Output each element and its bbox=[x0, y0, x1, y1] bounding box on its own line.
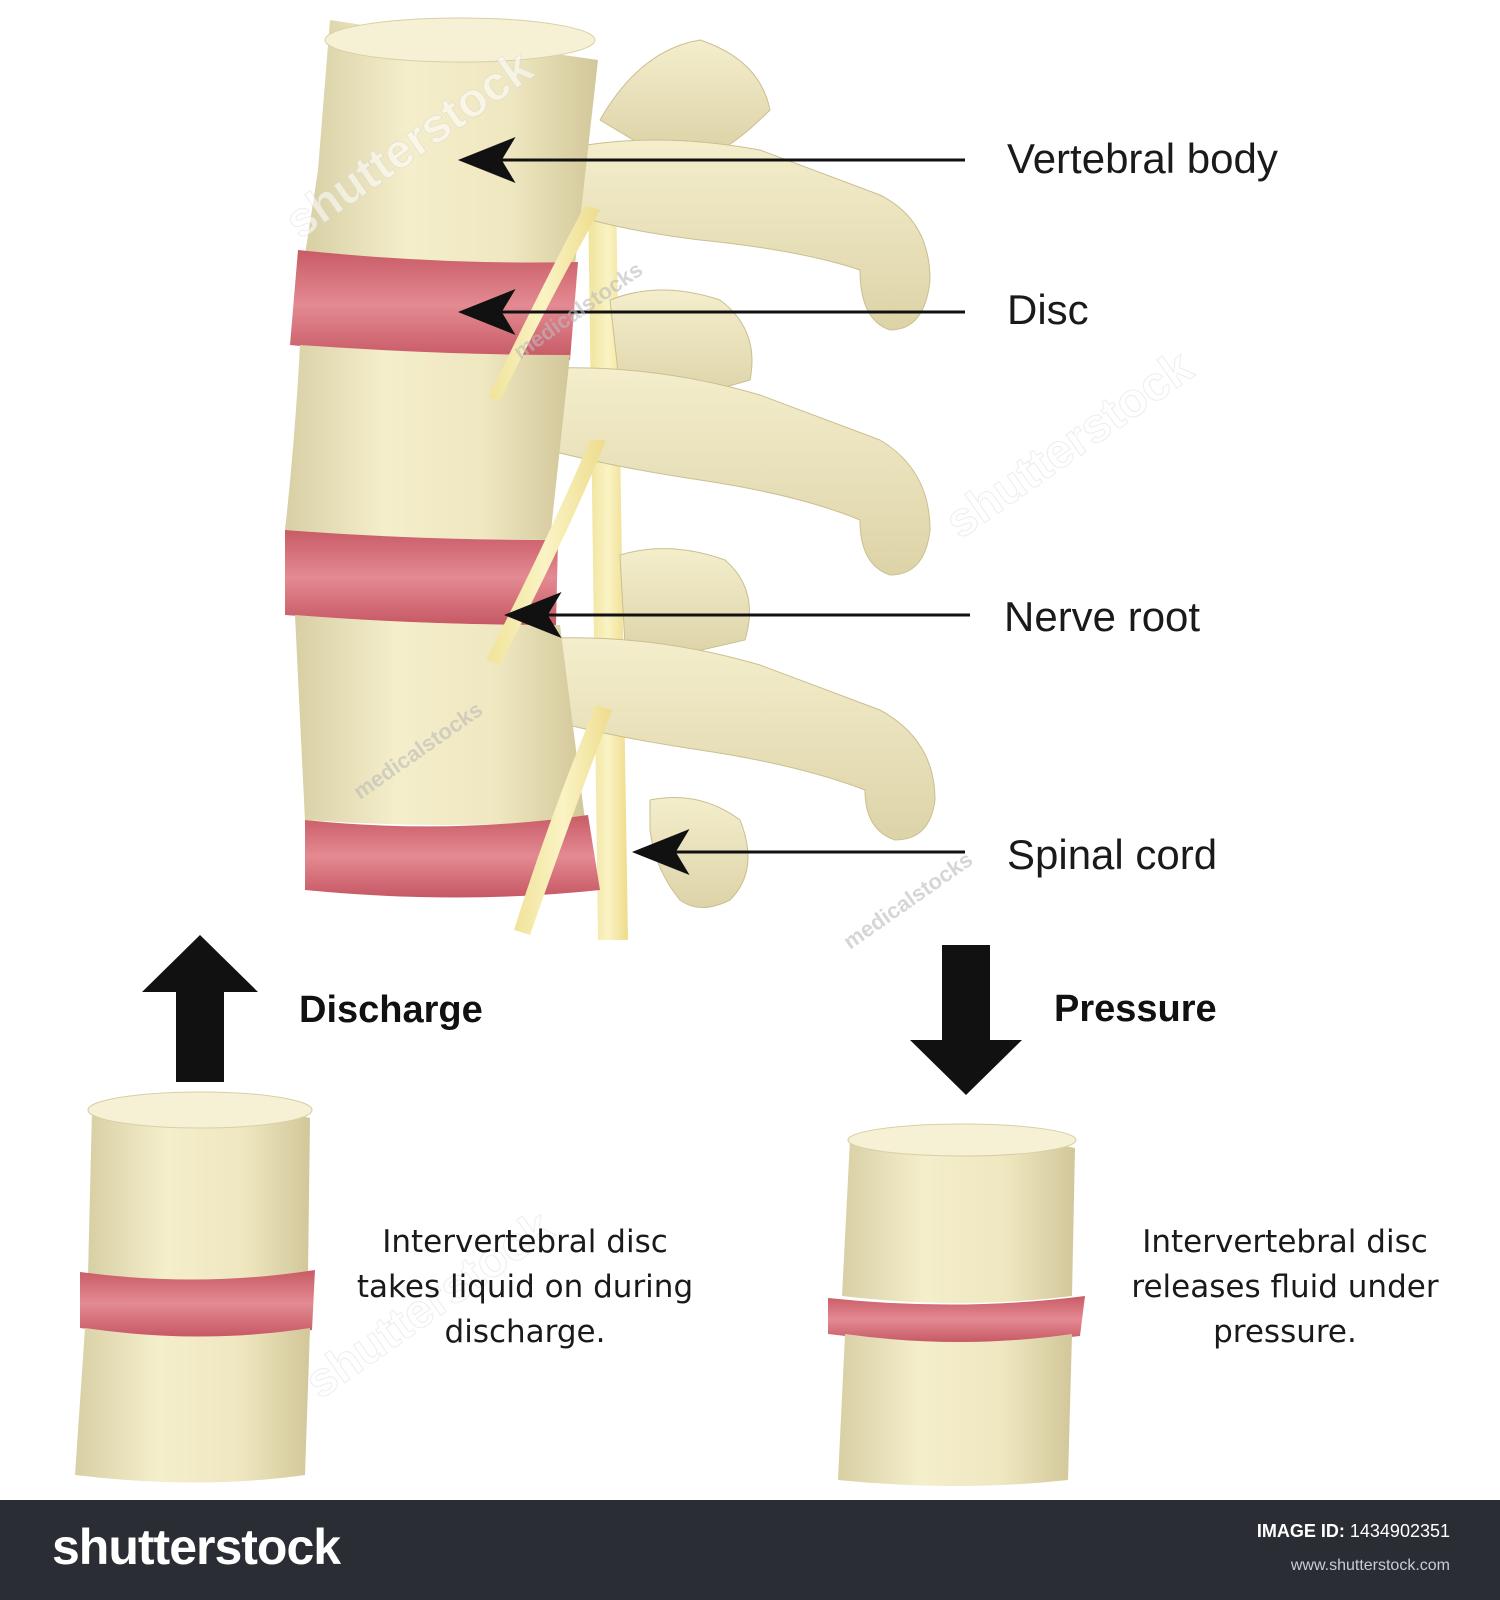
vertebral-body-1 bbox=[305, 20, 598, 267]
caption-pressure-line-3: pressure. bbox=[1213, 1314, 1357, 1350]
vertebral-processes bbox=[519, 39, 936, 908]
label-nerve-root: Nerve root bbox=[1004, 593, 1201, 640]
watermark-brand-2: shutterstock bbox=[936, 340, 1203, 549]
nerve-root-1 bbox=[488, 205, 600, 400]
disc-2 bbox=[285, 530, 558, 625]
spinous-process-3 bbox=[519, 637, 936, 841]
discharge-vertebra-bottom bbox=[75, 1328, 310, 1483]
caption-discharge-line-3: discharge. bbox=[444, 1314, 606, 1350]
image-id-label: IMAGE ID: bbox=[1256, 1521, 1345, 1541]
shutterstock-logo[interactable]: shutterstock bbox=[52, 1519, 341, 1575]
spinous-process-1 bbox=[559, 139, 931, 331]
leader-arrows bbox=[457, 136, 970, 876]
pressure-segment bbox=[828, 1123, 1085, 1486]
arrow-nerve-root-head bbox=[503, 591, 562, 639]
disc-1 bbox=[290, 250, 578, 360]
pressure-vertebra-top-cap bbox=[847, 1123, 1077, 1157]
pressure-disc bbox=[828, 1296, 1085, 1343]
site-link[interactable]: www.shutterstock.com bbox=[1290, 1557, 1450, 1574]
caption-discharge-line-1: Intervertebral disc bbox=[382, 1224, 668, 1260]
vertebral-body-2 bbox=[285, 345, 570, 540]
label-pressure: Pressure bbox=[1054, 988, 1217, 1030]
discharge-up-arrow bbox=[142, 935, 258, 1082]
transverse-process-low bbox=[619, 548, 750, 656]
caption-discharge: Intervertebral disc takes liquid on duri… bbox=[325, 1220, 725, 1355]
nerve-root-3 bbox=[514, 705, 612, 935]
disc-3 bbox=[305, 815, 600, 898]
pressure-down-arrow bbox=[910, 945, 1022, 1095]
vertebral-body-3 bbox=[295, 615, 585, 825]
discharge-vertebra-top-cap bbox=[87, 1091, 313, 1129]
footer-bar: shutterstock IMAGE ID: 1434902351 www.sh… bbox=[0, 1500, 1500, 1600]
caption-discharge-line-2: takes liquid on during bbox=[356, 1269, 694, 1305]
discharge-disc bbox=[80, 1270, 315, 1338]
spinous-process-2 bbox=[519, 367, 931, 576]
image-id: IMAGE ID: 1434902351 bbox=[1257, 1522, 1450, 1540]
pressure-vertebra-top bbox=[842, 1134, 1075, 1303]
arrow-disc-head bbox=[457, 288, 516, 336]
watermark-contributor-3: medicalstocks bbox=[839, 847, 978, 954]
caption-pressure-line-1: Intervertebral disc bbox=[1142, 1224, 1428, 1260]
label-discharge: Discharge bbox=[299, 989, 483, 1031]
discharge-vertebra-top bbox=[88, 1101, 310, 1283]
arrow-spinal-cord-head bbox=[631, 828, 690, 876]
pressure-vertebra-bottom bbox=[838, 1334, 1072, 1486]
label-disc: Disc bbox=[1007, 286, 1089, 333]
caption-pressure-line-2: releases fluid under bbox=[1131, 1269, 1439, 1305]
transverse-process-top bbox=[599, 39, 771, 151]
spine-anatomy-diagram: shutterstock medicalstocks shutterstock … bbox=[75, 17, 1203, 1486]
discharge-segment bbox=[75, 1091, 315, 1483]
nerve-root-2 bbox=[486, 440, 606, 665]
caption-pressure: Intervertebral disc releases fluid under… bbox=[1085, 1220, 1485, 1355]
label-vertebral-body: Vertebral body bbox=[1007, 135, 1278, 182]
image-id-value: 1434902351 bbox=[1349, 1521, 1450, 1541]
nerve-roots bbox=[486, 205, 612, 935]
label-spinal-cord: Spinal cord bbox=[1007, 831, 1218, 878]
arrow-vertebral-body-head bbox=[457, 136, 516, 184]
vertebral-body-1-top bbox=[324, 17, 596, 63]
